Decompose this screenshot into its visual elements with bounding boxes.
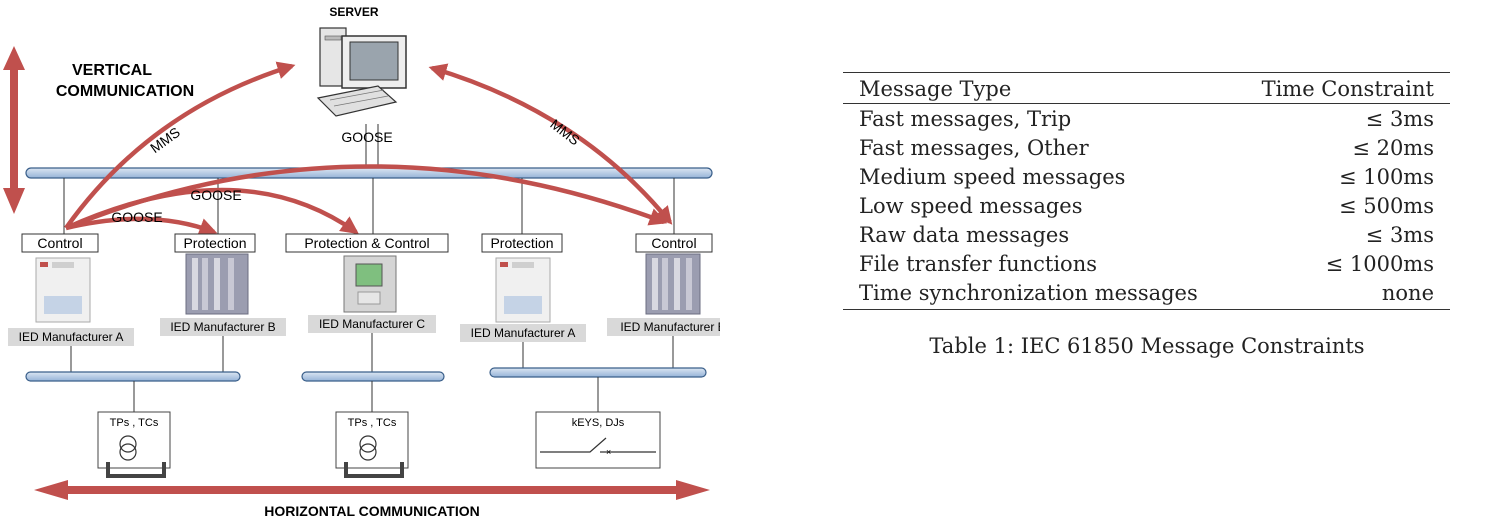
message-type-cell: Time synchronization messages bbox=[843, 278, 1235, 310]
node-box-label: Control bbox=[651, 235, 696, 251]
ied-device-b-icon bbox=[185, 253, 249, 315]
mms-arrow-left bbox=[64, 61, 296, 230]
goose-arrow-mid bbox=[65, 187, 359, 235]
vertical-double-arrow bbox=[3, 46, 25, 214]
mms-arrow-right bbox=[428, 63, 673, 225]
node-box-label: Protection bbox=[490, 235, 553, 251]
message-constraints-table-area: Message Type Time Constraint Fast messag… bbox=[843, 72, 1451, 358]
device-label-bg bbox=[8, 328, 134, 346]
message-type-cell: Medium speed messages bbox=[859, 165, 1126, 189]
goose-label-mid: GOOSE bbox=[190, 187, 241, 203]
table-row: Time synchronization messages none bbox=[843, 278, 1450, 310]
field-device-label: TPs , TCs bbox=[110, 417, 159, 429]
time-constraint-cell: ≤ 3ms bbox=[1365, 223, 1434, 247]
process-bus bbox=[25, 371, 241, 382]
message-type-cell: Low speed messages bbox=[859, 194, 1083, 218]
node-box-label: Control bbox=[37, 235, 82, 251]
server-computer-icon bbox=[316, 27, 407, 117]
node-box bbox=[285, 233, 449, 253]
node-box-label: Protection & Control bbox=[304, 235, 429, 251]
instrument-transformer-icon bbox=[335, 411, 409, 478]
field-device-label: TPs , TCs bbox=[348, 417, 397, 429]
message-type-cell: Fast messages, Trip bbox=[859, 107, 1072, 131]
substation-communication-diagram: SERVER VERTICAL COMMUNICATION MMS MMS GO… bbox=[3, 5, 720, 519]
device-label: IED Manufacturer C bbox=[319, 317, 425, 331]
process-bus bbox=[301, 371, 445, 382]
ied-device-a-icon bbox=[495, 257, 551, 323]
time-constraint-cell: ≤ 100ms bbox=[1338, 165, 1434, 189]
device-label-bg bbox=[160, 318, 286, 336]
time-constraint-cell: ≤ 20ms bbox=[1352, 136, 1434, 160]
device-label: IED Manufacturer B bbox=[620, 320, 720, 334]
horizontal-label: HORIZONTAL COMMUNICATION bbox=[264, 503, 479, 519]
time-constraint-cell: ≤ 500ms bbox=[1338, 194, 1434, 218]
message-type-cell: Raw data messages bbox=[859, 223, 1070, 247]
table-row: Low speed messages ≤ 500ms bbox=[843, 191, 1450, 220]
message-type-cell: Fast messages, Other bbox=[859, 136, 1089, 160]
field-device-label: kEYS, DJs bbox=[572, 417, 625, 429]
device-label: IED Manufacturer A bbox=[471, 326, 576, 340]
time-constraint-cell: ≤ 1000ms bbox=[1325, 252, 1434, 276]
ied-device-c-icon bbox=[343, 255, 397, 313]
device-label-bg bbox=[607, 318, 720, 336]
vertical-label-line1: VERTICAL bbox=[72, 62, 152, 79]
table-header-row: Message Type Time Constraint bbox=[843, 72, 1450, 104]
table-row: Medium speed messages ≤ 100ms bbox=[843, 162, 1450, 191]
column-header-time-constraint: Time Constraint bbox=[1234, 72, 1450, 104]
goose-label-low: GOOSE bbox=[111, 209, 162, 225]
device-label: IED Manufacturer A bbox=[19, 330, 124, 344]
device-label: IED Manufacturer B bbox=[170, 320, 275, 334]
ied-device-b-icon bbox=[645, 253, 701, 315]
node-box bbox=[481, 233, 563, 253]
mms-label-right: MMS bbox=[547, 116, 583, 149]
column-header-message-type: Message Type bbox=[843, 72, 1235, 104]
node-box bbox=[21, 233, 99, 253]
goose-arrow-low bbox=[65, 216, 218, 236]
time-constraint-cell: none bbox=[1234, 278, 1450, 310]
device-label-bg bbox=[460, 324, 586, 342]
node-box-label: Protection bbox=[183, 235, 246, 251]
node-box bbox=[635, 233, 713, 253]
station-bus bbox=[25, 167, 713, 179]
message-constraints-table: Message Type Time Constraint Fast messag… bbox=[843, 72, 1450, 310]
instrument-transformer-icon bbox=[97, 411, 171, 478]
message-type-cell: File transfer functions bbox=[859, 252, 1098, 276]
server-label: SERVER bbox=[329, 5, 378, 19]
table-row: Raw data messages ≤ 3ms bbox=[843, 220, 1450, 249]
node-box bbox=[174, 233, 256, 253]
table-row: Fast messages, Other ≤ 20ms bbox=[843, 133, 1450, 162]
process-bus bbox=[489, 367, 707, 378]
vertical-label-line2: COMMUNICATION bbox=[56, 83, 194, 100]
time-constraint-cell: ≤ 3ms bbox=[1365, 107, 1434, 131]
device-label-bg bbox=[308, 315, 436, 333]
svg-text:×: × bbox=[606, 447, 611, 457]
table-caption: Table 1: IEC 61850 Message Constraints bbox=[929, 334, 1365, 358]
goose-label-top: GOOSE bbox=[341, 129, 392, 145]
table-row: File transfer functions ≤ 1000ms bbox=[843, 249, 1450, 278]
horizontal-double-arrow bbox=[34, 480, 710, 500]
table-row: Fast messages, Trip ≤ 3ms bbox=[843, 104, 1450, 134]
switch-breaker-icon: × bbox=[535, 411, 661, 469]
ied-device-a-icon bbox=[35, 257, 91, 323]
